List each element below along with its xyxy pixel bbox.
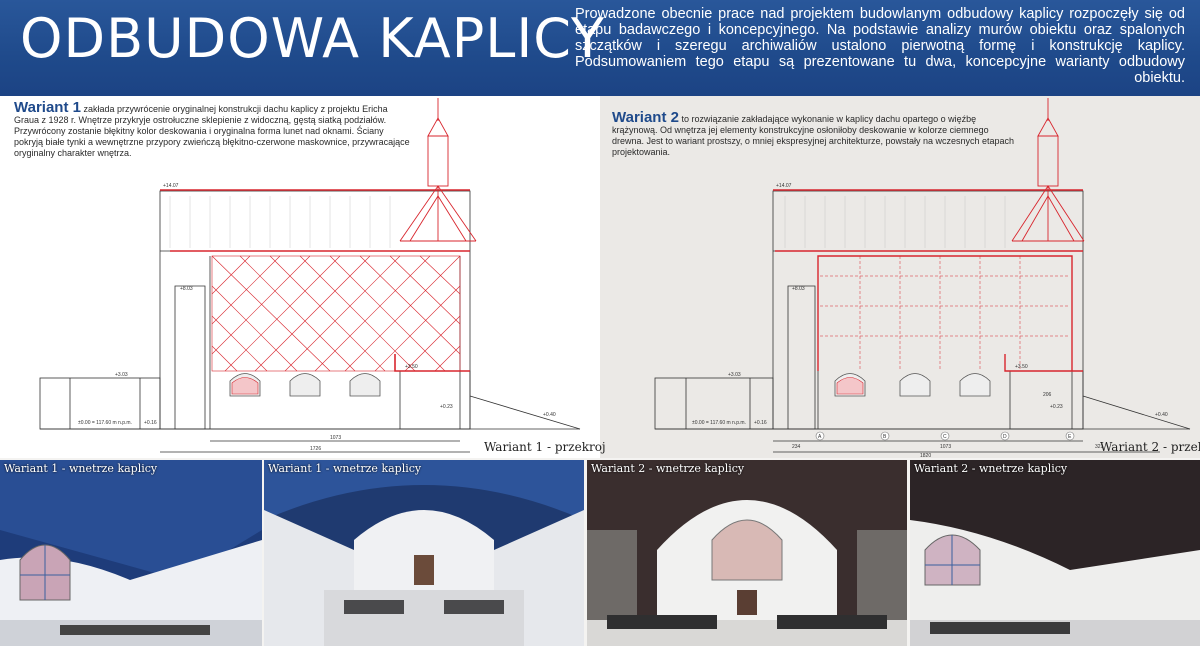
photo-label-1: Wariant 1 - wnetrze kaplicy [4,462,158,475]
variant2-section-drawing: A B C D E +14.07 +8.03 +3.03 +3.50 ±0.00… [654,98,1191,458]
v2-elev-mid: +8.03 [792,286,805,292]
variant2-interior-photo-2: Wariant 2 - wnetrze kaplicy [910,460,1200,646]
v2-elev-a: +0.16 [754,420,767,426]
photo-label-3: Wariant 2 - wnetrze kaplicy [591,462,745,475]
v1-elev-mid: +8.03 [180,286,193,292]
photo-label-4: Wariant 2 - wnetrze kaplicy [914,462,1068,475]
v1-elev-zero: ±0.00 = 117.60 m n.p.m. [78,420,132,426]
v1-elev-c: +0.40 [543,412,556,418]
v1-elev-a: +0.16 [144,420,157,426]
variant1-interior-photo-1: Wariant 1 - wnetrze kaplicy [0,460,262,646]
v2-elev-zero: ±0.00 = 117.60 m n.p.m. [692,420,746,426]
v1-elev-right: +3.50 [405,364,418,370]
variant2-section-caption: Wariant 2 - przekroj [1100,440,1200,454]
intro-paragraph: Prowadzone obecnie prace nad projektem b… [575,6,1185,86]
v2-axis-e: E [1068,434,1072,440]
v2-dim-left: 234 [792,444,801,450]
variant1-section-caption: Wariant 1 - przekroj [484,440,606,454]
variant1-description: Wariant 1 zakłada przywrócenie oryginaln… [14,99,414,159]
v2-dim-total: 1820 [920,453,931,458]
photo-label-2: Wariant 1 - wnetrze kaplicy [268,462,422,475]
variant1-text: zakłada przywrócenie oryginalnej konstru… [14,104,410,158]
v1-elev-top: +14.07 [163,183,179,189]
variant1-interior-photo-2: Wariant 1 - wnetrze kaplicy [264,460,584,646]
v2-axis-b: B [883,434,887,440]
v2-elev-right: +3.50 [1015,364,1028,370]
variant1-panel [0,96,600,458]
variant1-title: Wariant 1 [14,99,81,116]
variant2-description: Wariant 2 to rozwiązanie zakładające wyk… [612,109,1022,158]
v2-axis-c: C [943,434,947,440]
variant2-interior-photo-1: Wariant 2 - wnetrze kaplicy [587,460,907,646]
v2-axis-a: A [818,434,822,440]
variant1-section-drawing: +14.07 +8.03 +3.03 +3.50 ±0.00 = 117.60 … [39,98,581,453]
variant2-title: Wariant 2 [612,109,679,126]
v2-axis-d: D [1003,434,1007,440]
v2-dim-right: 321 [1095,444,1104,450]
v1-elev-b: +0.23 [440,404,453,410]
header-banner: ODBUDOWA KAPLICY Prowadzone obecnie prac… [0,0,1200,96]
variant2-text: to rozwiązanie zakładające wykonanie w k… [612,114,1015,157]
v2-elev-c: +0.40 [1155,412,1168,418]
v2-elev-b: +0.23 [1050,404,1063,410]
page-title: ODBUDOWA KAPLICY [20,7,606,70]
v1-dim-total: 1726 [310,446,321,452]
v2-dim-small: 206 [1043,392,1052,398]
v2-elev-top: +14.07 [776,183,792,189]
v1-dim-inner: 1073 [330,435,341,441]
v1-elev-left: +3.03 [115,372,128,378]
v2-elev-left: +3.03 [728,372,741,378]
v2-dim-inner: 1073 [940,444,951,450]
